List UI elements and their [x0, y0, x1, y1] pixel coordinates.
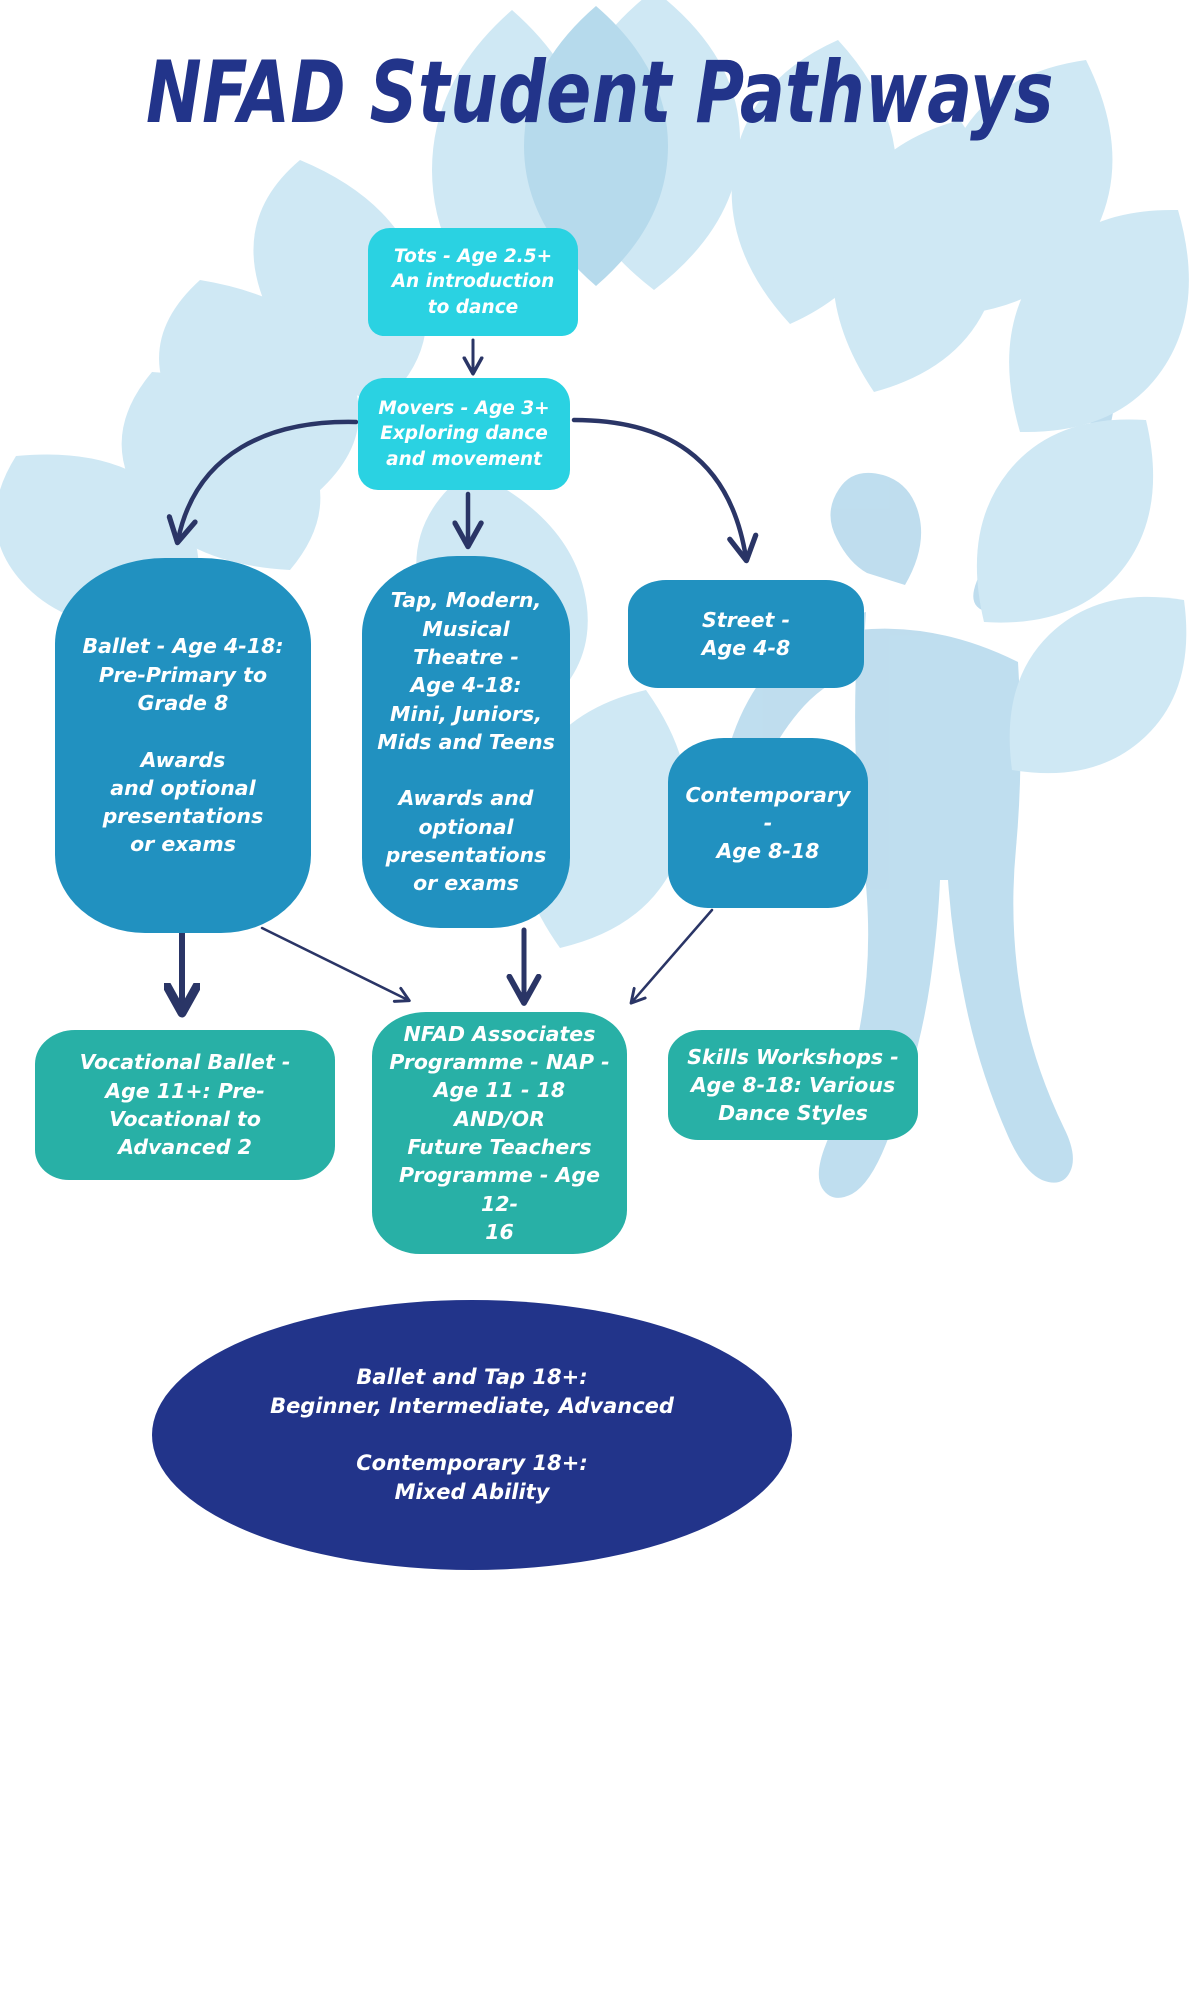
arrow-ballet-to-nap	[260, 926, 411, 1003]
arrow-movers-to-ballet	[166, 419, 359, 546]
node-tap-modern-musical-theatre[interactable]: Tap, Modern, Musical Theatre - Age 4-18:…	[362, 556, 570, 928]
arrow-movers-to-street	[571, 417, 759, 564]
node-street[interactable]: Street - Age 4-8	[628, 580, 864, 688]
node-tots[interactable]: Tots - Age 2.5+ An introduction to dance	[368, 228, 578, 336]
node-adult-classes[interactable]: Ballet and Tap 18+: Beginner, Intermedia…	[152, 1300, 792, 1570]
node-nfad-associates-programme[interactable]: NFAD Associates Programme - NAP - Age 11…	[372, 1012, 627, 1254]
leaf-shape	[976, 419, 1187, 774]
node-contemporary[interactable]: Contemporary - Age 8-18	[668, 738, 868, 908]
arrow-contemporary-to-skills	[629, 908, 714, 1005]
node-skills-workshops[interactable]: Skills Workshops - Age 8-18: Various Dan…	[668, 1030, 918, 1140]
node-movers[interactable]: Movers - Age 3+ Exploring dance and move…	[358, 378, 570, 490]
page-title: NFAD Student Pathways	[146, 43, 1054, 143]
node-vocational-ballet[interactable]: Vocational Ballet - Age 11+: Pre- Vocati…	[35, 1030, 335, 1180]
node-ballet[interactable]: Ballet - Age 4-18: Pre-Primary to Grade …	[55, 558, 311, 933]
